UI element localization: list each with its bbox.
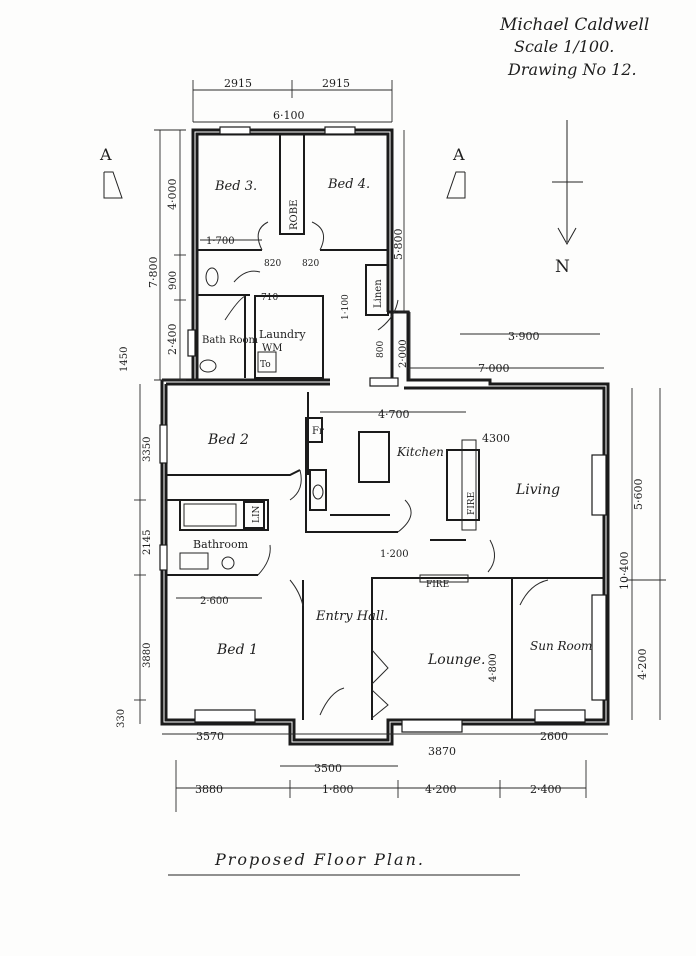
dim-left-330: 330: [116, 709, 127, 728]
dimension-labels: 2915 2915 6·100 4·000 7·800 900 2·400 14…: [116, 77, 649, 796]
dim-l-4300: 4300: [482, 432, 510, 445]
dim-bot-3500: 3500: [314, 762, 342, 775]
room-wm: WM: [262, 343, 283, 354]
dim-top-6100: 6·100: [273, 109, 305, 122]
dim-bot-2400: 2·400: [530, 783, 562, 796]
dim-bot-1800: 1·800: [322, 783, 354, 796]
plan-title: Proposed Floor Plan.: [214, 850, 425, 869]
dim-in-1700: 1·700: [206, 236, 235, 247]
dim-r-3900: 3·900: [508, 330, 540, 343]
room-kitchen: Kitchen: [396, 445, 444, 459]
room-bed2: Bed 2: [207, 432, 249, 448]
dim-bot-3570: 3570: [196, 730, 224, 743]
dim-in-1100: 1·100: [341, 294, 351, 320]
dim-right-2000: 2·000: [398, 339, 409, 368]
room-entry-hall: Entry Hall.: [315, 609, 388, 624]
scale-note: Scale 1/100.: [514, 37, 614, 56]
room-labels: Bed 3. Bed 4. ROBE Bath Room Laundry WM …: [193, 177, 592, 668]
windows: [159, 126, 607, 733]
dim-right-4200: 4·200: [636, 649, 649, 681]
dim-k-4700: 4·700: [378, 408, 410, 421]
dim-in-1200: 1·200: [380, 549, 409, 560]
svg-text:A: A: [99, 145, 112, 164]
room-living: Living: [515, 482, 560, 498]
dim-bot-3870: 3870: [428, 745, 456, 758]
dim-left-3350: 3350: [142, 437, 153, 462]
plan-title-block: Proposed Floor Plan.: [168, 850, 520, 876]
dim-in-710: 710: [261, 293, 278, 303]
dim-left-1450: 1450: [119, 347, 130, 372]
dim-bot-2600: 2600: [540, 730, 568, 743]
room-fridge: Fr: [312, 426, 324, 437]
section-mark-right: A: [446, 145, 466, 199]
dim-left-900: 900: [168, 271, 179, 290]
room-lin: LIN: [252, 505, 262, 523]
fireplace-lounge: FIRE: [426, 580, 449, 590]
title-block: Michael Caldwell Scale 1/100. Drawing No…: [499, 15, 649, 79]
author-name: Michael Caldwell: [499, 15, 649, 35]
room-bath-room: Bath Room: [202, 335, 259, 346]
room-bathroom: Bathroom: [193, 538, 249, 551]
room-sun-room: Sun Room: [530, 639, 592, 653]
dim-left-7800: 7·800: [147, 257, 160, 289]
dim-r-7000: 7·000: [478, 362, 510, 375]
svg-text:A: A: [452, 145, 465, 164]
dim-in-4800: 4·800: [488, 653, 499, 682]
drawing-number: Drawing No 12.: [507, 60, 637, 79]
dim-right-5800: 5·800: [392, 229, 405, 261]
dim-left-3880: 3880: [142, 643, 153, 668]
dim-left-4000: 4·000: [166, 179, 179, 211]
room-laundry: Laundry: [259, 328, 306, 341]
fireplace-living: FIRE: [467, 492, 477, 515]
dim-left-2145: 2145: [142, 530, 153, 555]
north-label: N: [555, 257, 570, 277]
dim-in-820-b: 820: [302, 259, 319, 269]
room-bed1: Bed 1: [216, 642, 258, 658]
dimension-lines: [134, 80, 666, 812]
room-lounge: Lounge.: [427, 652, 485, 668]
dim-right-5600: 5·600: [632, 479, 645, 511]
dim-in-2600-bed1: 2·600: [200, 596, 229, 607]
dim-bot-3880: 3880: [195, 783, 223, 796]
interior-walls: To: [166, 133, 604, 720]
dim-right-10400: 10·400: [618, 552, 631, 591]
dim-in-820-a: 820: [264, 259, 281, 269]
room-linen: Linen: [373, 279, 384, 308]
dim-left-2400: 2·400: [166, 324, 179, 356]
dim-in-800: 800: [376, 341, 386, 358]
dim-top-2915-a: 2915: [224, 77, 252, 90]
dim-top-2915-b: 2915: [322, 77, 350, 90]
door-swings: [224, 221, 549, 719]
section-mark-left: A: [99, 145, 123, 199]
room-bed4: Bed 4.: [327, 177, 370, 192]
room-bed3: Bed 3.: [214, 179, 257, 194]
toilet-label: To: [260, 360, 271, 370]
north-arrow: N: [552, 120, 583, 277]
room-robe: ROBE: [289, 200, 300, 230]
dim-bot-4200: 4·200: [425, 783, 457, 796]
